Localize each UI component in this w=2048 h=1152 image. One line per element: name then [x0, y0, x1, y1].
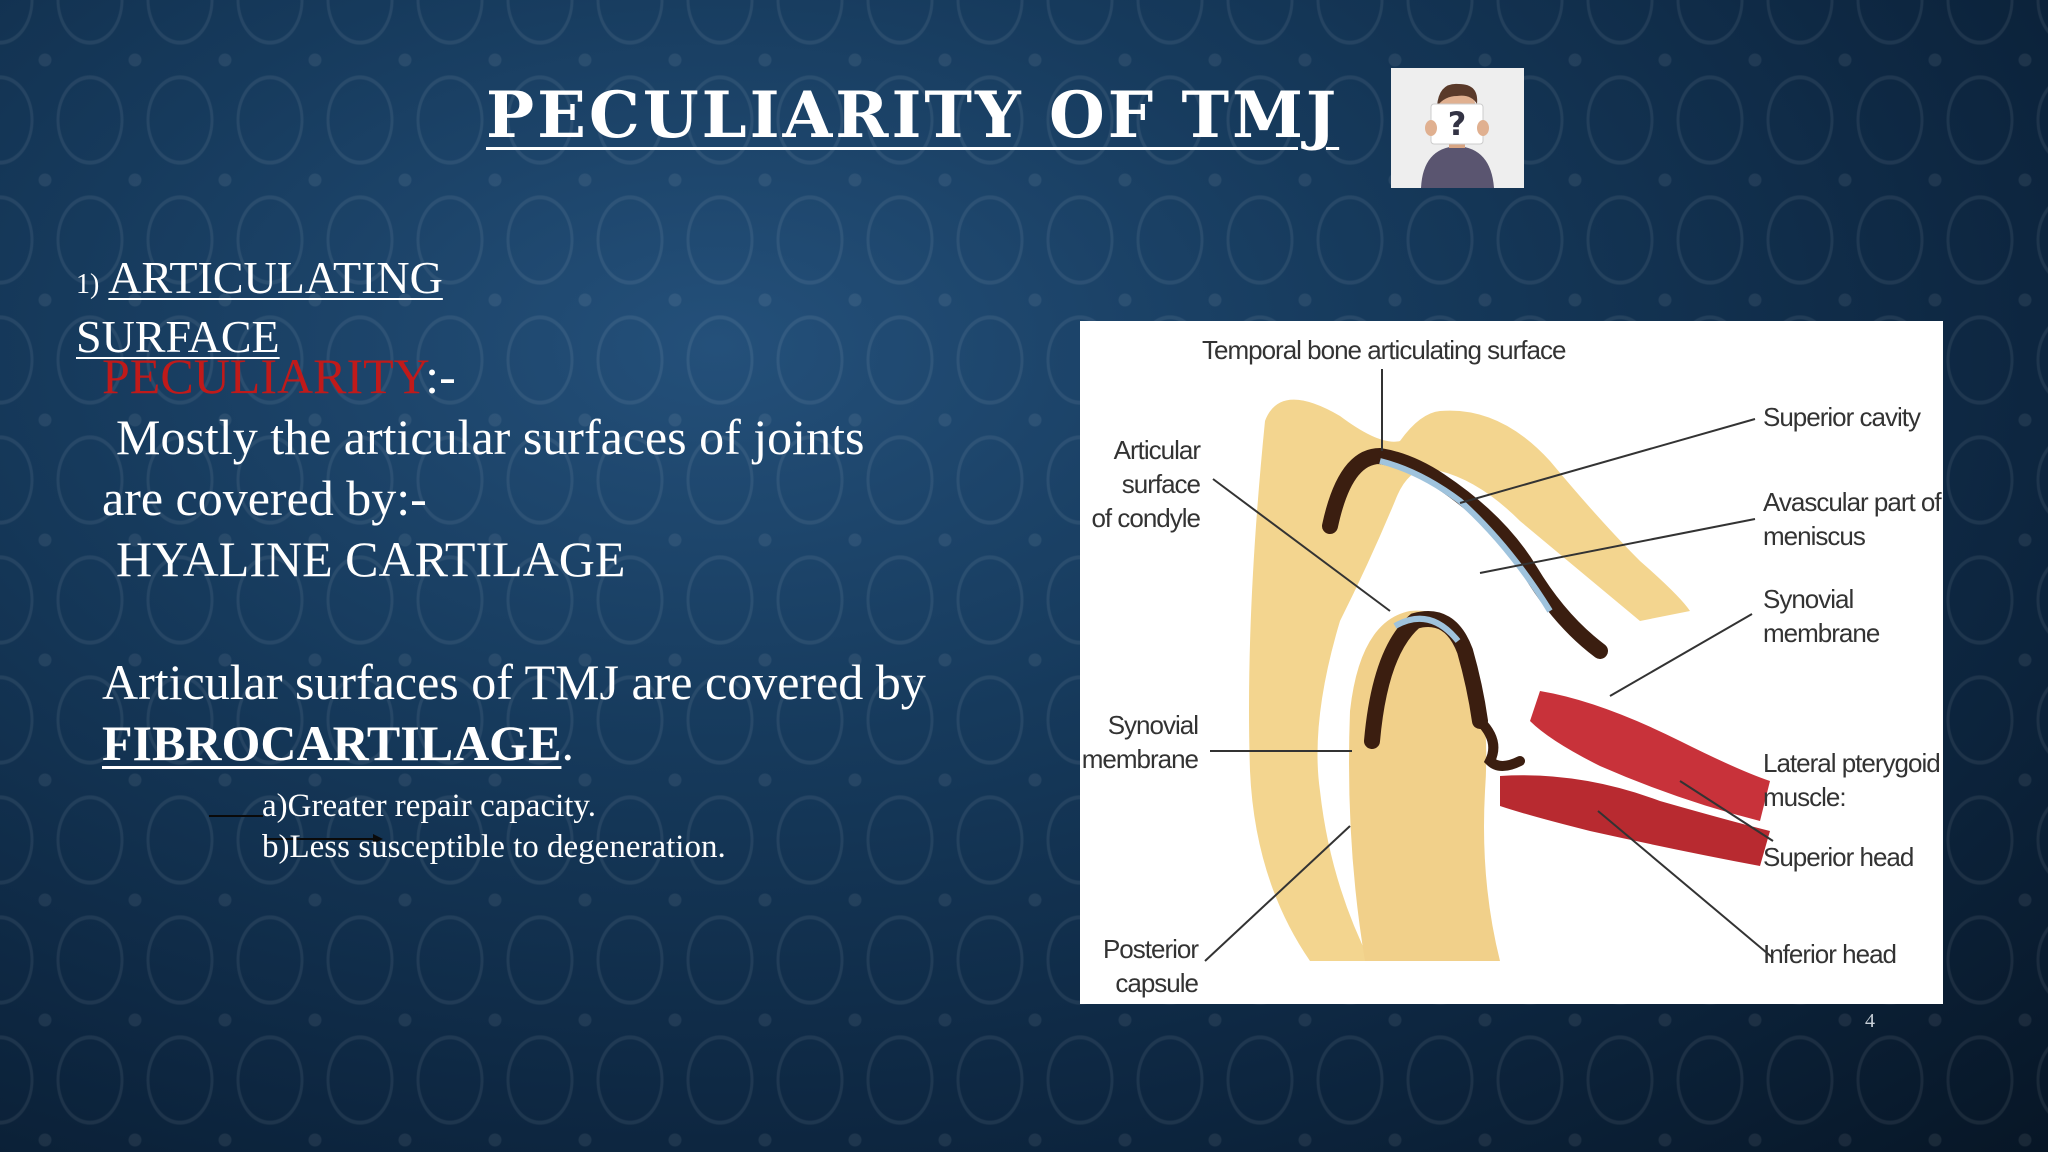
label-articular-1: Articular	[1114, 435, 1202, 465]
fibrocartilage-term: FIBROCARTILAGE	[102, 715, 562, 771]
question-person-icon: ?	[1391, 68, 1524, 188]
label-inferior-head: Inferior head	[1763, 939, 1896, 969]
label-posterior-1: Posterior	[1103, 934, 1199, 964]
page-number: 4	[1865, 1010, 1875, 1032]
label-lateral-2: muscle:	[1763, 782, 1846, 812]
section-number: 1)	[76, 269, 100, 300]
label-synovial-right-1: Synovial	[1763, 584, 1853, 614]
tmj-diagram: Temporal bone articulating surface Artic…	[1080, 321, 1943, 1004]
label-temporal: Temporal bone articulating surface	[1202, 335, 1566, 365]
label-synovial-right-2: membrane	[1763, 618, 1880, 648]
point-a: a)Greater repair capacity.	[262, 788, 597, 824]
section-title-line2: SURFACE	[76, 311, 280, 362]
line-covered: are covered by:-	[102, 470, 427, 526]
section-heading: 1) ARTICULATING SURFACE	[76, 252, 496, 363]
benefit-points: a)Greater repair capacity. b)Less suscep…	[262, 786, 726, 868]
label-posterior-2: capsule	[1115, 968, 1198, 998]
line-hyaline: HYALINE CARTILAGE	[116, 531, 626, 587]
label-avascular-2: meniscus	[1763, 521, 1866, 551]
pointer-arrows	[209, 815, 383, 844]
label-articular-3: of condyle	[1091, 503, 1200, 533]
label-superior-cavity: Superior cavity	[1763, 402, 1921, 432]
label-avascular-1: Avascular part of	[1763, 487, 1942, 517]
line-mostly: Mostly the articular surfaces of joints	[116, 409, 865, 465]
peculiarity-word: PECULIARITY	[102, 348, 426, 404]
peculiarity-line: PECULIARITY:-	[102, 346, 1082, 407]
fibro-line: FIBROCARTILAGE.	[102, 713, 1082, 774]
label-superior-head: Superior head	[1763, 842, 1913, 872]
point-b: b)Less susceptible to degeneration.	[262, 829, 726, 865]
label-lateral-1: Lateral pterygoid	[1763, 748, 1940, 778]
slide-title: PECULIARITY OF TMJ	[486, 78, 1340, 153]
section-title-line1: ARTICULATING	[108, 252, 443, 303]
slide-body: PECULIARITY:- Mostly the articular surfa…	[102, 346, 1082, 774]
peculiarity-suffix: :-	[425, 348, 456, 404]
label-synovial-left-1: Synovial	[1108, 710, 1198, 740]
label-articular-2: surface	[1122, 469, 1201, 499]
fibro-period: .	[561, 715, 574, 771]
svg-text:?: ?	[1448, 105, 1467, 143]
line-tmj: Articular surfaces of TMJ are covered by	[102, 654, 926, 710]
label-synovial-left-2: membrane	[1082, 744, 1199, 774]
